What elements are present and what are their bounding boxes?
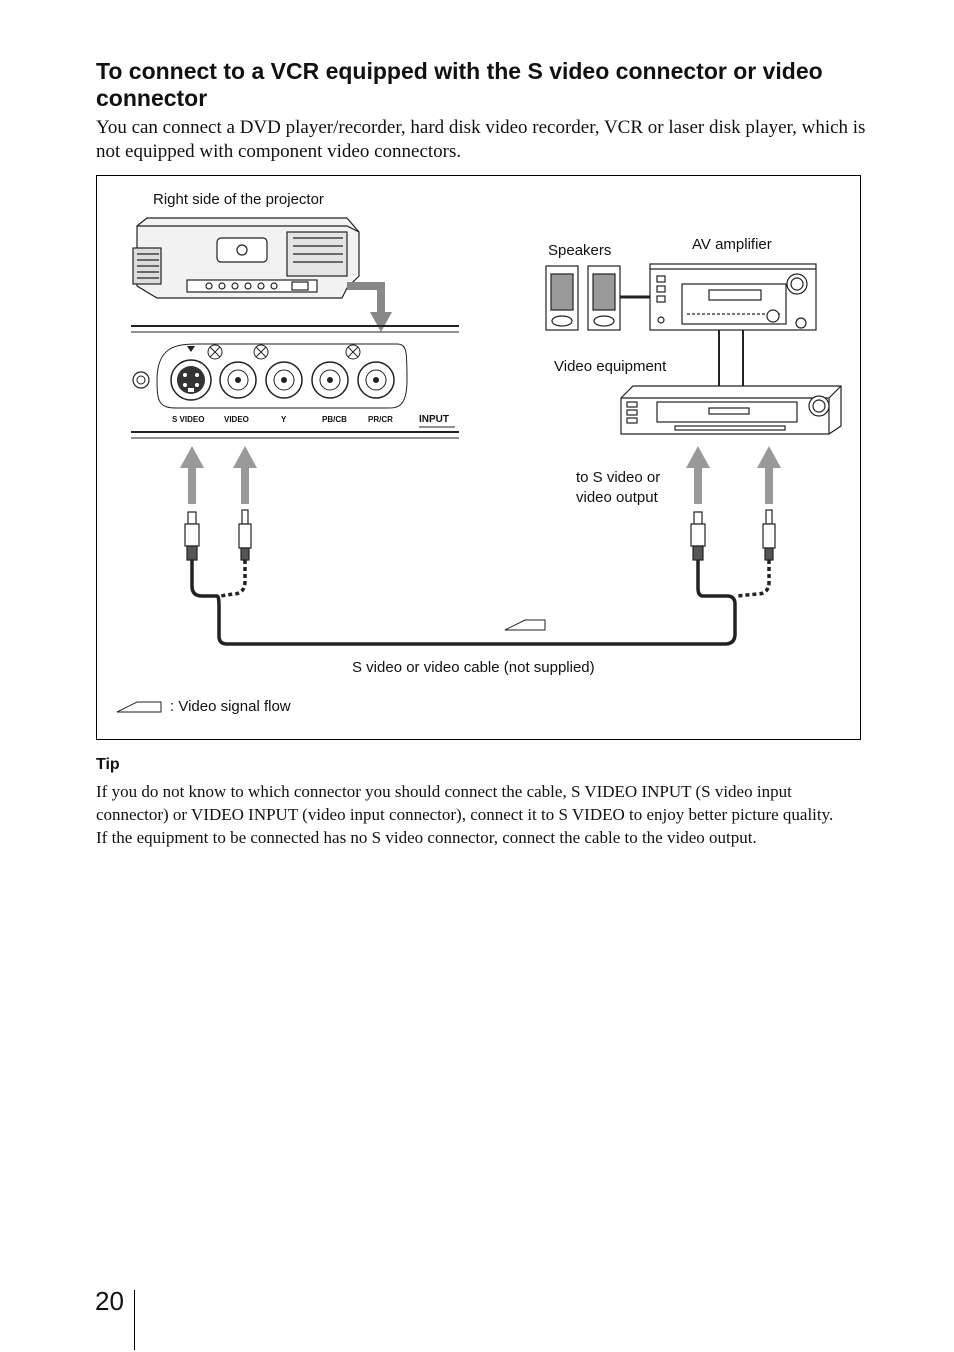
panel-label-s-video: S VIDEO (172, 415, 204, 424)
amplifier-illustration (649, 263, 817, 331)
cable-plugs (184, 509, 776, 561)
tip-paragraph-1: If you do not know to which connector yo… (96, 782, 834, 824)
panel-label-video: VIDEO (224, 415, 249, 424)
legend-label: : Video signal flow (170, 698, 291, 715)
tip-paragraph-2: If the equipment to be connected has no … (96, 828, 757, 847)
input-panel: S VIDEO VIDEO Y PB/CB PR/CR INPUT (131, 325, 459, 439)
signal-arrows (180, 446, 781, 504)
output-label-line2: video output (576, 489, 659, 506)
connection-diagram: Right side of the projector (96, 175, 861, 740)
video-equipment-illustration (620, 385, 842, 435)
legend-arrow-icon (116, 701, 162, 713)
zoom-arrow-head (370, 312, 392, 332)
panel-label-pr-cr: PR/CR (368, 415, 393, 424)
section-title: To connect to a VCR equipped with the S … (96, 58, 823, 111)
projector-label: Right side of the projector (153, 191, 324, 208)
cable (190, 560, 771, 646)
output-label-line1: to S video or (576, 469, 660, 486)
speakers-label: Speakers (548, 242, 611, 259)
zoom-arrow (347, 282, 385, 314)
intro-paragraph: You can connect a DVD player/recorder, h… (96, 117, 866, 162)
page-number: 20 (95, 1286, 124, 1316)
video-equipment-label: Video equipment (554, 358, 667, 375)
panel-label-pb-cb: PB/CB (322, 415, 347, 424)
tip-heading: Tip (96, 756, 120, 773)
panel-label-input: INPUT (419, 414, 449, 425)
speakers-illustration (545, 265, 650, 331)
cable-label: S video or video cable (not supplied) (352, 659, 595, 676)
panel-label-y: Y (281, 415, 287, 424)
projector-illustration (132, 217, 360, 299)
diagram-canvas: Right side of the projector (116, 191, 842, 715)
tip-body: If you do not know to which connector yo… (96, 780, 866, 849)
page-number-rule (134, 1290, 135, 1350)
amplifier-label: AV amplifier (692, 236, 772, 253)
